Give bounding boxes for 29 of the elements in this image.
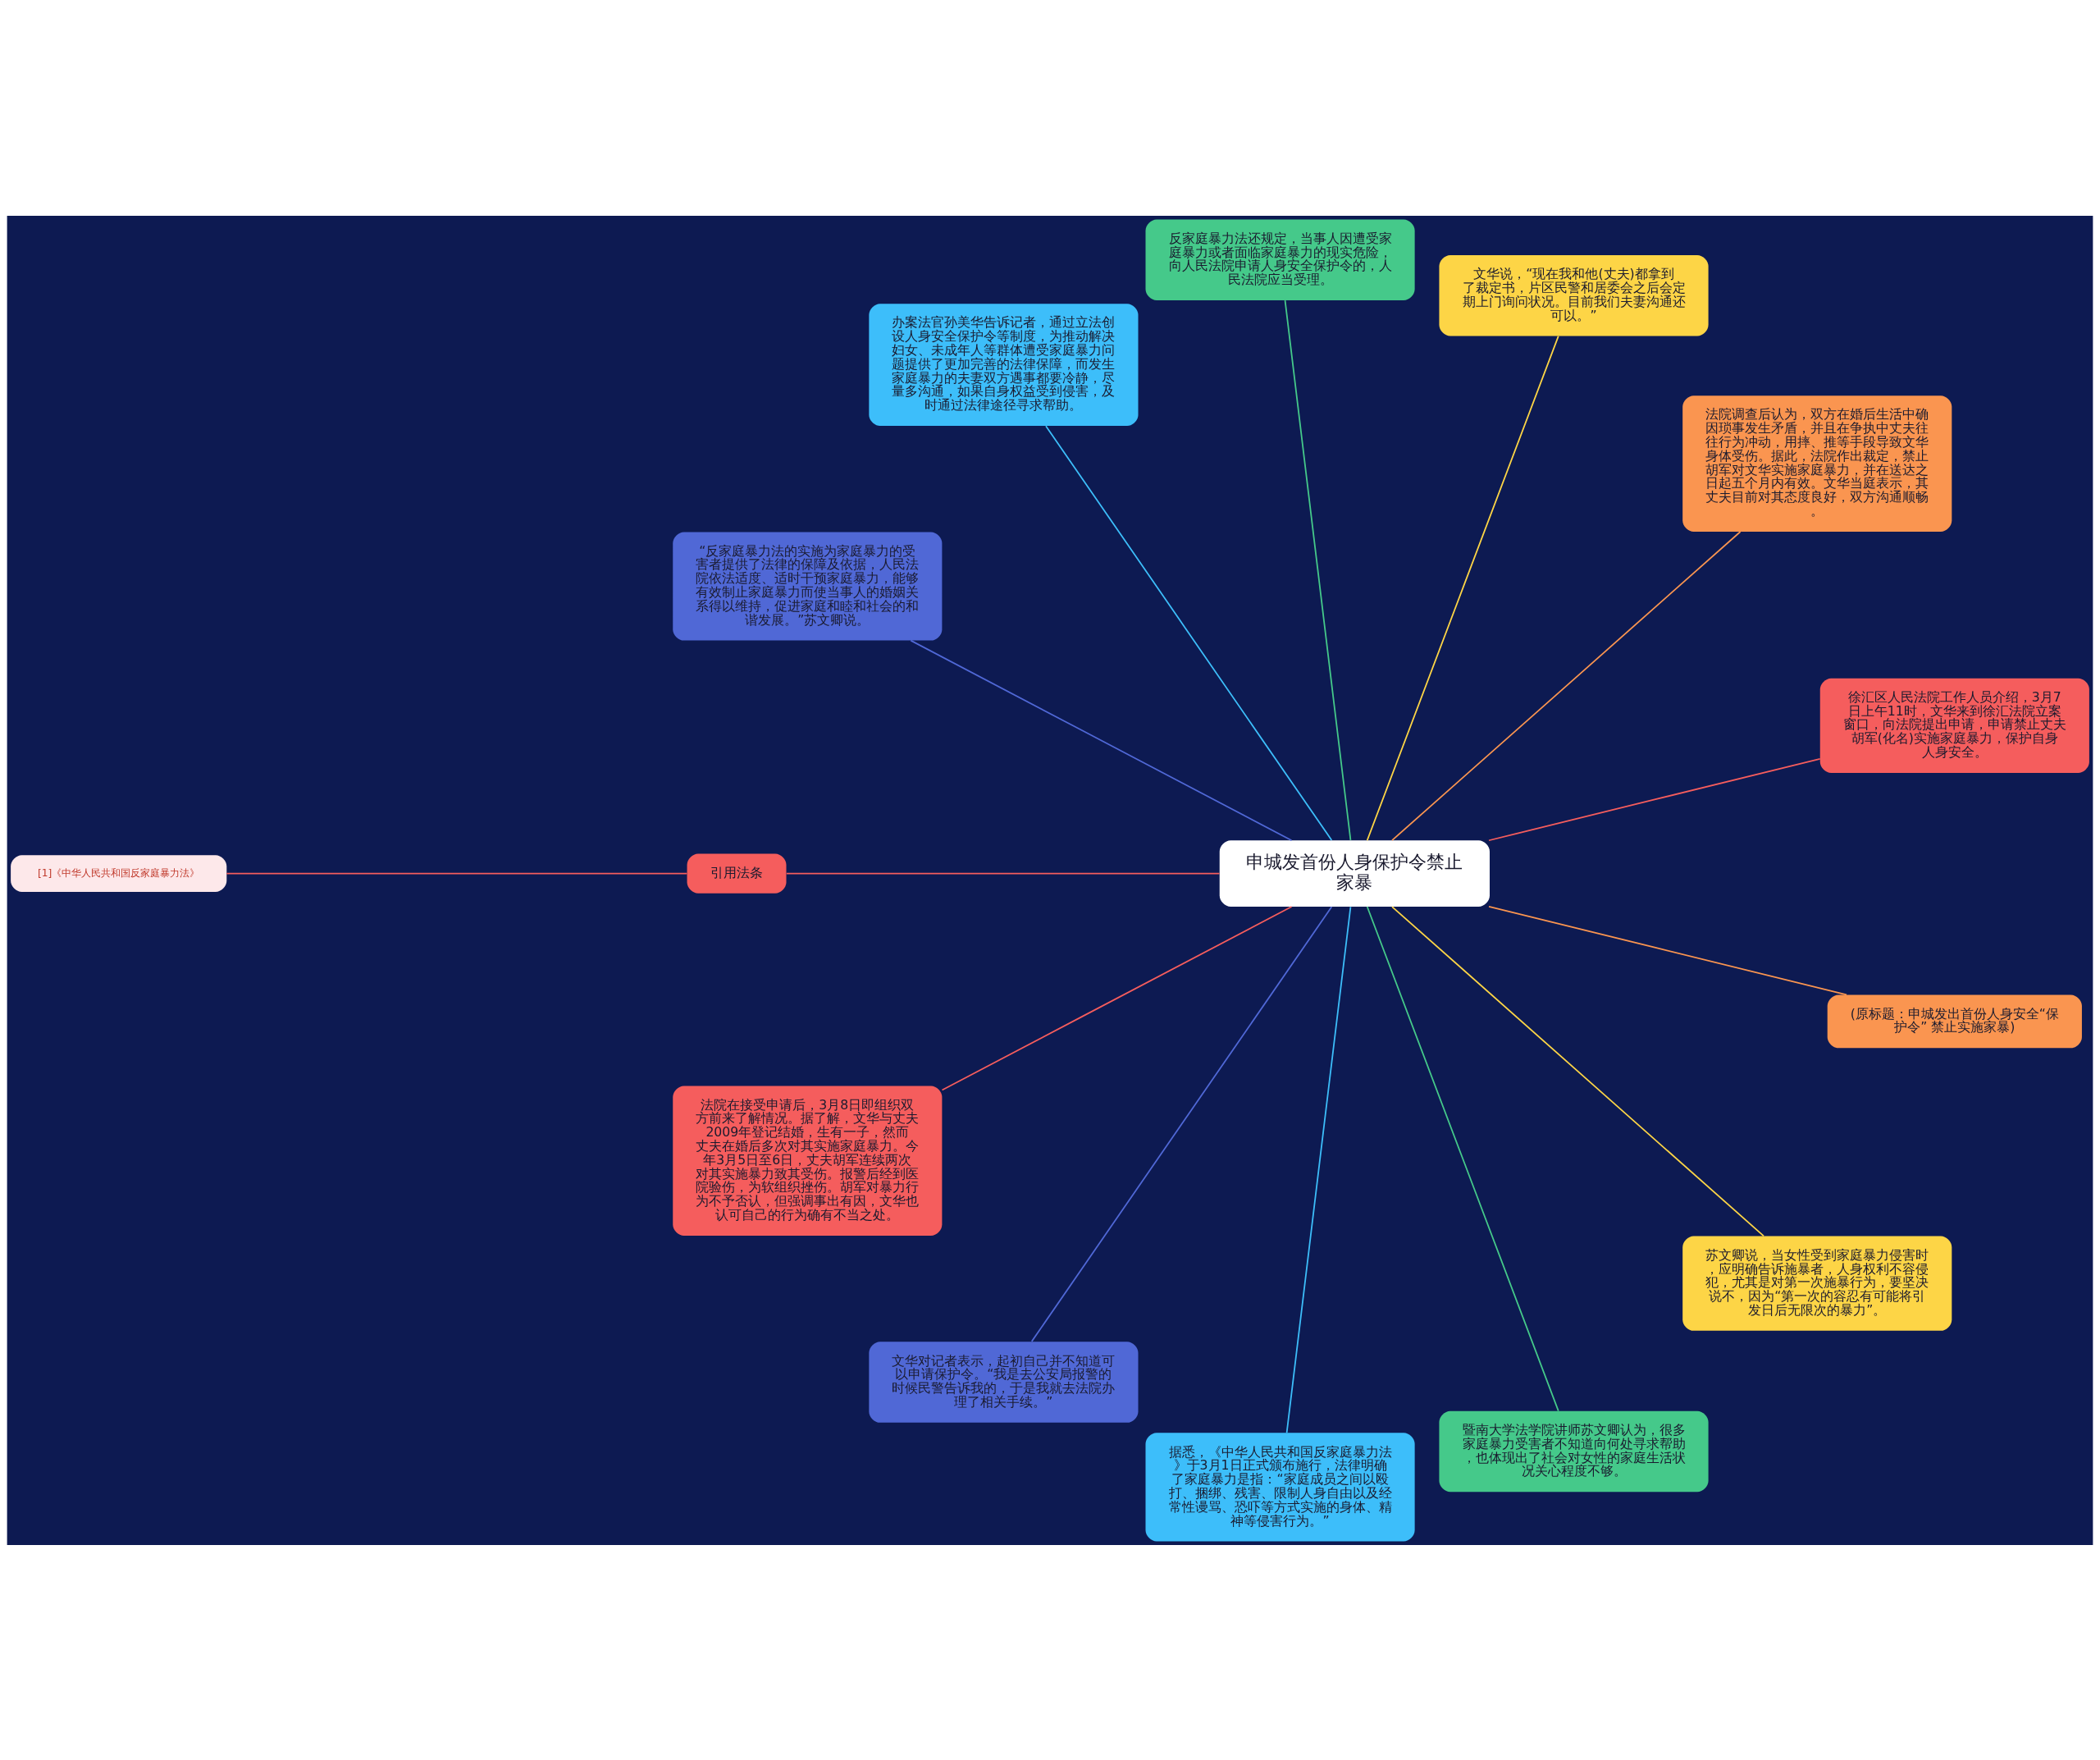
node-box: (原标题：申城发出首份人身安全“保护令” 禁止实施家暴) (1827, 994, 2082, 1048)
node-box: “反家庭暴力法的实施为家庭暴力的受害者提供了法律的保障及依据，人民法院依法适度、适时干预家庭暴力，能够有效制止家庭暴力而使当事人的婚姻关系得以维持，促进家庭和睦和社会的和谐发展。”苏文卿说。 (673, 531, 943, 641)
connector (226, 872, 688, 874)
connector (1366, 335, 1559, 841)
node-box: 申城发首份人身保护令禁止家暴 (1219, 839, 1490, 907)
node-box: 法院在接受申请后，3月8日即组织双方前来了解情况。据了解，文华与丈夫2009年登记结婚，生有一子，然而丈夫在婚后多次对其实施家庭暴力。今年3月5日至6日，丈夫胡军连续两次对其实施暴力致其受伤。报警后经到医院验伤，为软组织挫伤。胡军对暴力行为不予否认，但强调事出有因，文华也认可自己的行为确有不当之处。 (673, 1085, 943, 1236)
connector (1285, 905, 1352, 1433)
node-box: 引用法条 (687, 853, 787, 894)
node-box: [1]《中华人民共和国反家庭暴力法》 (11, 854, 227, 892)
connector (941, 905, 1293, 1090)
connector (1391, 905, 1764, 1237)
node-box: 办案法官孙美华告诉记者，通过立法创设人身安全保护令等制度，为推动解决妇女、未成年人等群体遭受家庭暴力问题提供了更加完善的法律保障，而发生家庭暴力的夫妻双方遇事都要冷静，尽量多沟通，如果自身权益受到侵害，及时通过法律途径寻求帮助。 (869, 303, 1139, 426)
connector (785, 872, 1221, 874)
node-box: 苏文卿说，当女性受到家庭暴力侵害时，应明确告诉施暴者，人身权利不容侵犯，尤其是对第一次施暴行为，要坚决说不，因为“第一次的容忍有可能将引发日后无限次的暴力”。 (1682, 1235, 1952, 1331)
connector (1366, 905, 1559, 1411)
node-box: 暨南大学法学院讲师苏文卿认为，很多家庭暴力受害者不知道向何处寻求帮助，也体现出了社会对女性的家庭生活状况关心程度不够。 (1439, 1410, 1709, 1492)
node-box: 法院调查后认为，双方在婚后生活中确因琐事发生矛盾，并且在争执中丈夫往往行为冲动，用摔、推等手段导致文华身体受伤。据此，法院作出裁定，禁止胡军对文华实施家庭暴力，并在送达之日起五个月内有效。文华当庭表示，其丈夫目前对其态度良好，双方沟通顺畅。 (1682, 395, 1952, 532)
node-box: 据悉，《中华人民共和国反家庭暴力法》于3月1日正式颁布施行，法律明确了家庭暴力是指：“家庭成员之间以殴打、捆绑、残害、限制人身自由以及经常性谩骂、恐吓等方式实施的身体、精神等侵害行为。” (1145, 1432, 1415, 1541)
connector (1391, 530, 1742, 841)
connector (1030, 905, 1333, 1342)
connector (1488, 757, 1821, 841)
node-box: 文华说，“现在我和他(丈夫)都拿到了裁定书，片区民警和居委会之后会定期上门询问状况。目前我们夫妻沟通还可以。” (1439, 254, 1709, 336)
node-box: 反家庭暴力法还规定，当事人因遭受家庭暴力或者面临家庭暴力的现实危险，向人民法院申请人身安全保护令的，人民法院应当受理。 (1145, 219, 1415, 300)
node-box: 徐汇区人民法院工作人员介绍，3月7日上午11时，文华来到徐汇法院立案窗口，向法院提出申请，申请禁止丈夫胡军(化名)实施家庭暴力，保护自身人身安全。 (1819, 678, 2089, 773)
connector (1488, 905, 1847, 995)
connector (1284, 299, 1352, 841)
connector (1045, 424, 1333, 841)
connector (910, 639, 1293, 841)
node-box: 文华对记者表示，起初自己并不知道可以申请保护令。“我是去公安局报警的时候民警告诉我的，于是我就去法院办理了相关手续。” (869, 1341, 1139, 1423)
